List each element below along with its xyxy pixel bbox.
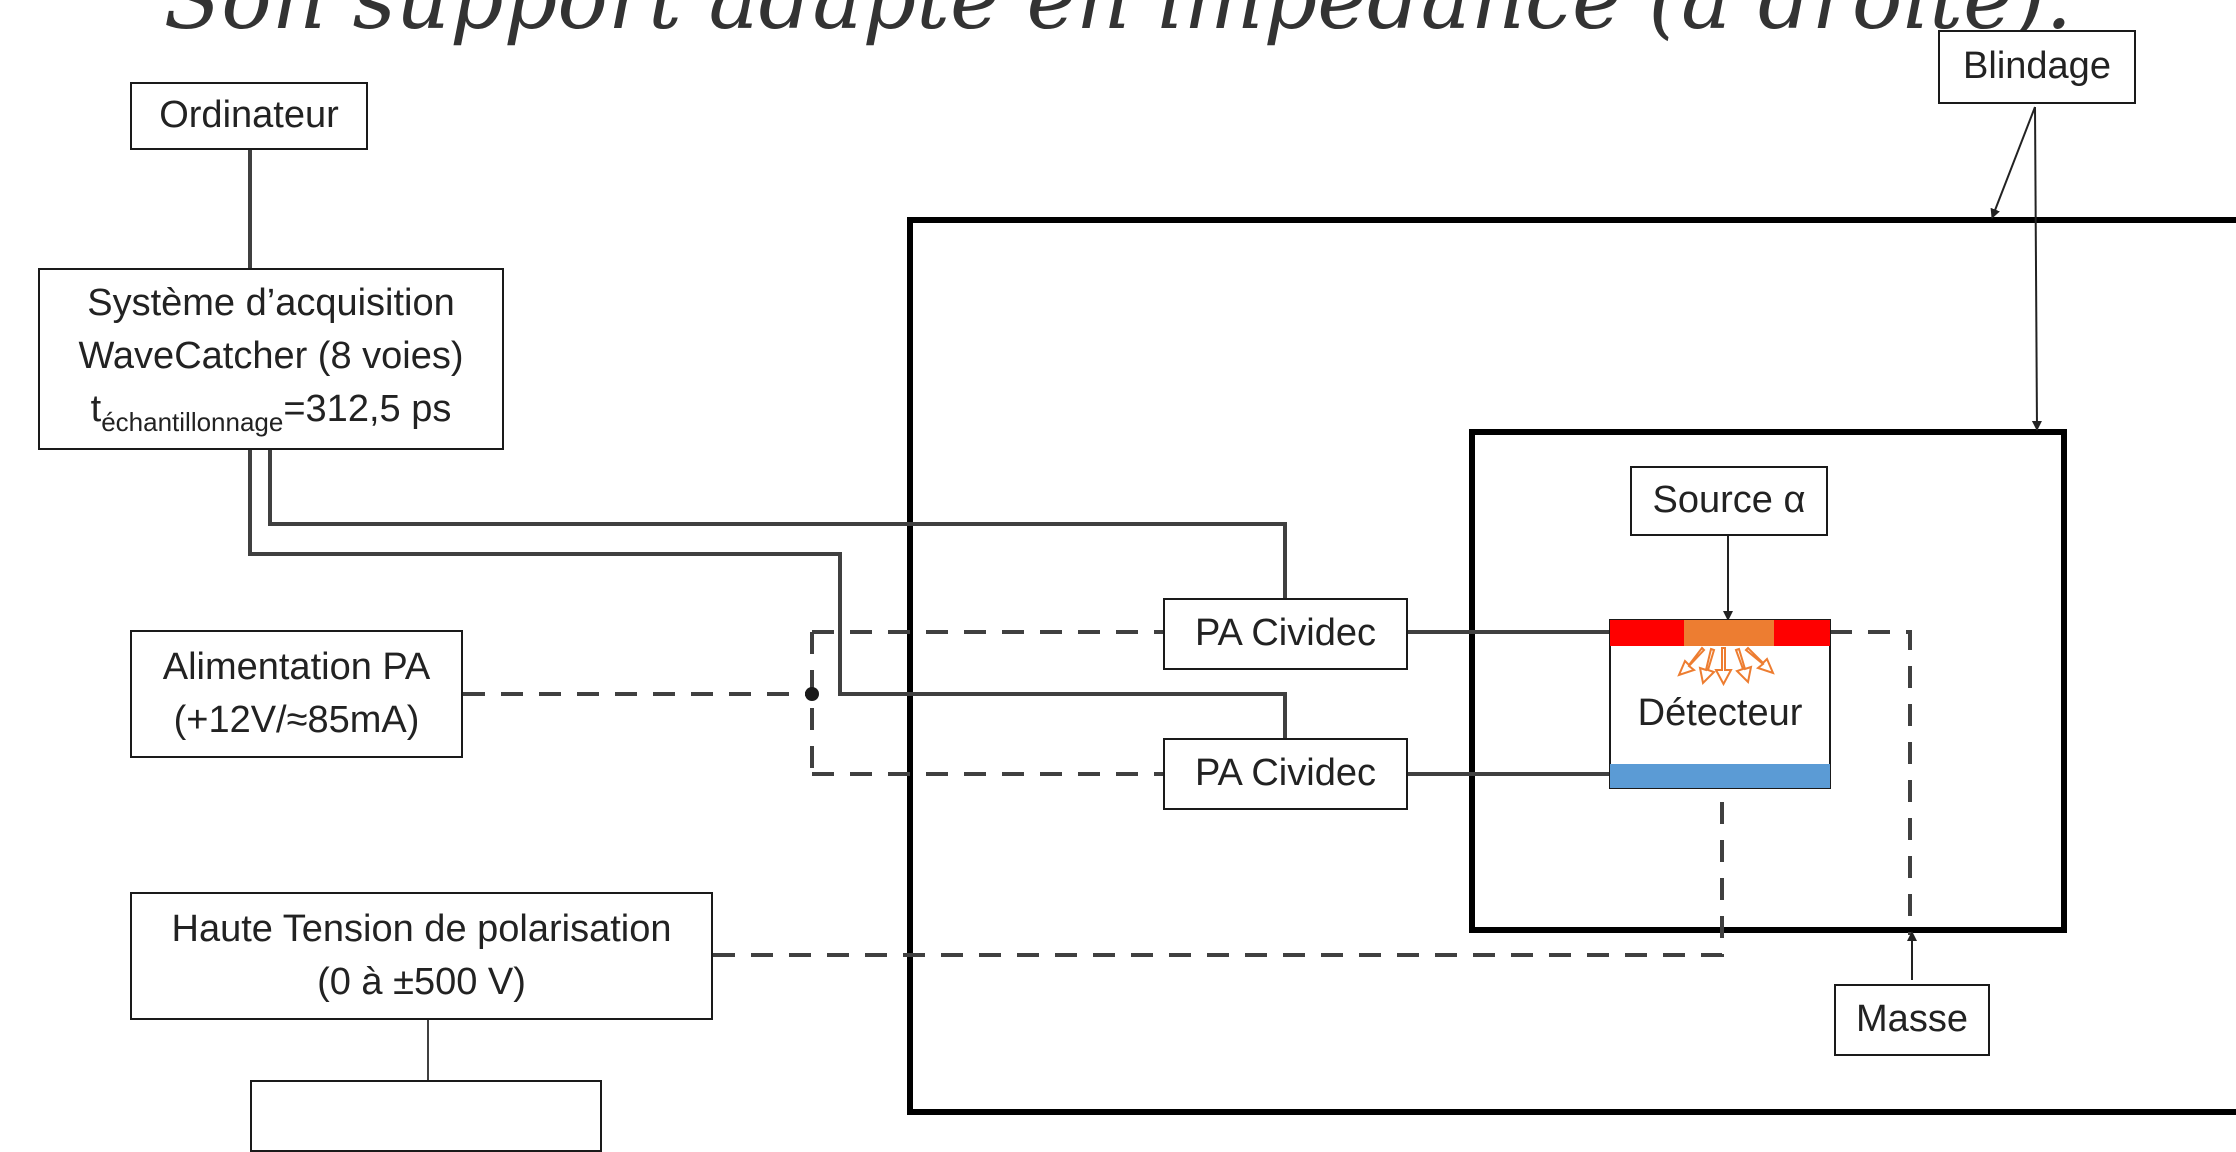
junction-dot [805, 687, 819, 701]
acquisition-line-2: WaveCatcher (8 voies) [78, 335, 464, 378]
high-voltage-line-2: (0 à ±500 V) [317, 961, 526, 1003]
power-supply-line-1: Alimentation PA [162, 645, 431, 688]
ground-label: Masse [1856, 998, 1968, 1041]
heading-cut-off: Son support adapté en impédance (à droit… [0, 0, 2236, 48]
arrow-blindage-inner [2031, 106, 2042, 431]
bottom-electrode [1610, 764, 1830, 788]
alpha-source-box: Source α [1630, 466, 1828, 536]
computer-label: Ordinateur [159, 94, 339, 137]
detector-label: Détecteur [1637, 692, 1803, 734]
detector-body [1609, 619, 1831, 789]
alpha-emission-icon [1677, 646, 1775, 687]
outer-shield-enclosure [907, 217, 2236, 1115]
pa-cividec-label-1: PA Cividec [1195, 612, 1376, 655]
shielding-box: Blindage [1938, 30, 2136, 104]
acquisition-line-1: Système d’acquisition [87, 282, 455, 325]
pa-cividec-box-2: PA Cividec [1163, 738, 1408, 810]
pa-cividec-label-2: PA Cividec [1195, 752, 1376, 795]
high-voltage-box: Haute Tension de polarisation (0 à ±500 … [130, 892, 713, 1020]
voltmeter-box [250, 1080, 602, 1152]
arrow-blindage-outer [1990, 106, 2036, 219]
power-supply-box: Alimentation PA (+12V/≈85mA) [130, 630, 463, 758]
high-voltage-line-1: Haute Tension de polarisation [171, 907, 672, 950]
acquisition-system-box: Système d’acquisition WaveCatcher (8 voi… [38, 268, 504, 450]
dashed-ground-line [1830, 630, 1912, 935]
sampling-time-label: téchantillonnage=312,5 ps [90, 388, 452, 438]
signal-cable-pa1 [268, 450, 1287, 598]
shielding-label: Blindage [1963, 45, 2111, 88]
computer-box: Ordinateur [130, 82, 368, 150]
inner-shield-enclosure [1469, 429, 2067, 933]
power-supply-line-2: (+12V/≈85mA) [173, 699, 420, 741]
dashed-high-voltage-line [713, 790, 1724, 957]
alpha-source-layer [1684, 620, 1774, 646]
signal-cable-pa2 [248, 450, 1287, 740]
ground-box: Masse [1834, 984, 1990, 1056]
pa-cividec-box-1: PA Cividec [1163, 598, 1408, 670]
alpha-source-label: Source α [1652, 479, 1806, 522]
